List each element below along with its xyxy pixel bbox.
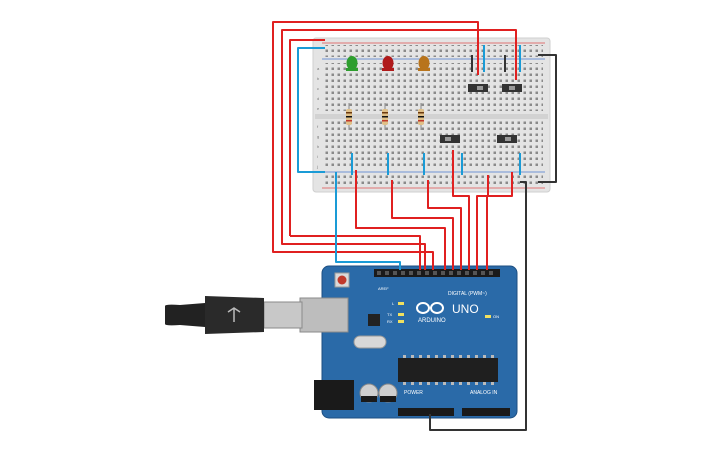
tx-led [398, 313, 404, 316]
usb-icon [227, 307, 241, 322]
usb-interface-chip [368, 314, 380, 326]
power-jack [314, 380, 354, 410]
wire-red-led2 [391, 180, 454, 270]
wire-red-stub [424, 258, 434, 270]
wires [272, 21, 557, 431]
usb-port [299, 297, 349, 333]
arduino-logo-text: ARDUINO [418, 318, 446, 324]
l-led [398, 302, 404, 305]
usb-plug-metal [263, 301, 303, 329]
row-letter: j [316, 164, 318, 169]
wire-red-switch4 [476, 195, 488, 270]
power-header-label: POWER [404, 390, 423, 396]
slide-switch-2[interactable] [502, 84, 522, 92]
wire-red-led3 [427, 180, 462, 270]
row-letter: d [317, 96, 319, 101]
bottom-power-rail-holes [325, 174, 543, 186]
breadboard: a b c d e f g h i j [312, 37, 551, 193]
rx-label: RX [387, 319, 393, 324]
row-letter: h [317, 144, 319, 149]
wire-black-top-switch [471, 55, 506, 72]
wire-red-outer-3 [289, 39, 325, 236]
row-letter: c [317, 86, 319, 91]
arduino-uno-board: DIGITAL (PWM~) AREF ARDUINO UNO L TX RX … [299, 265, 518, 419]
wire-blue-left-rail [297, 47, 325, 173]
row-letter: g [317, 134, 319, 139]
top-power-rail-holes [325, 45, 543, 57]
wire-black-right-rail [538, 54, 557, 183]
wire-red-switch3 [452, 150, 470, 270]
row-letter: f [317, 124, 319, 129]
green-led [346, 56, 358, 71]
row-letter: b [317, 76, 320, 81]
analog-header-label: ANALOG IN [470, 390, 498, 396]
l-led-label: L [392, 301, 395, 306]
digital-header-label: DIGITAL (PWM~) [448, 291, 487, 297]
model-label: UNO [452, 302, 479, 316]
red-led [382, 56, 394, 71]
wire-black-gnd-loop [429, 181, 527, 431]
center-channel [315, 114, 548, 119]
resistor-2 [382, 103, 388, 130]
power-header [398, 408, 454, 416]
tx-label: TX [387, 312, 392, 317]
arduino-logo: ARDUINO [416, 302, 446, 324]
usb-cable-boot [165, 303, 205, 327]
wire-red-outer-3b [290, 235, 421, 270]
row-letter: a [317, 66, 320, 71]
wire-red-led1 [355, 170, 446, 270]
wire-blue-gnd [335, 172, 401, 270]
on-led [485, 315, 491, 318]
wire-red-switch4b [486, 172, 513, 270]
usb-cable [165, 296, 303, 334]
on-led-label: ON [493, 314, 499, 319]
resistor-3 [418, 103, 424, 130]
slide-switch-3[interactable] [440, 135, 460, 143]
reset-button-cap[interactable] [337, 275, 347, 285]
terminal-strip-bottom [325, 121, 543, 169]
resistor-1 [346, 103, 352, 130]
slide-switch-1[interactable] [468, 84, 488, 92]
analog-header [462, 408, 510, 416]
row-letter: e [317, 106, 320, 111]
rx-led [398, 320, 404, 323]
slide-switch-4[interactable] [497, 135, 517, 143]
atmega-microcontroller [398, 358, 498, 382]
aref-label: AREF [378, 286, 389, 291]
row-letter: i [317, 154, 318, 159]
wire-red-outer-2 [281, 29, 517, 270]
yellow-led [418, 56, 430, 71]
crystal-oscillator [353, 335, 387, 349]
